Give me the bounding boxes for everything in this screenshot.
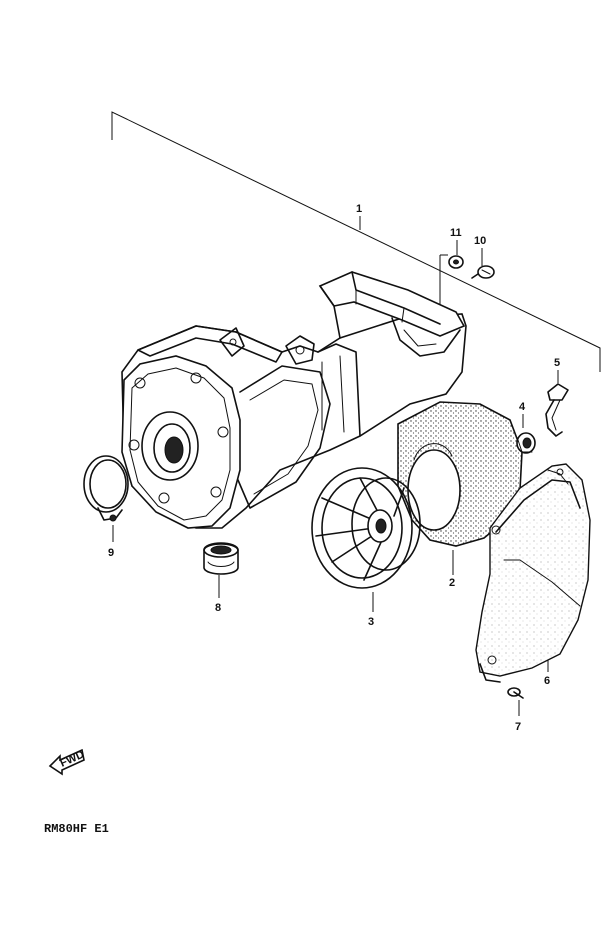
callout-8: 8 [215, 602, 221, 614]
callout-9: 9 [108, 547, 114, 559]
callout-labels: 1 2 3 4 5 6 7 8 9 10 11 [108, 203, 560, 733]
fwd-arrow-icon: FWD [48, 749, 86, 776]
callout-4: 4 [519, 401, 526, 413]
callout-3: 3 [368, 616, 374, 628]
air-cleaner-case [121, 271, 467, 529]
grommet [516, 432, 536, 454]
callout-6: 6 [544, 675, 550, 687]
callout-5: 5 [554, 357, 560, 369]
air-filter-element [397, 401, 523, 547]
callout-10: 10 [474, 235, 486, 247]
assembly-bracket [111, 111, 601, 372]
side-cover [475, 463, 591, 683]
washer [448, 255, 464, 269]
filter-cage [311, 467, 421, 589]
model-code: RM80HF E1 [44, 822, 109, 836]
fwd-label: FWD [58, 749, 86, 770]
callout-11: 11 [450, 227, 462, 239]
intake-collar [203, 542, 239, 575]
cover-screw [507, 687, 524, 699]
callout-7: 7 [515, 721, 521, 733]
mounting-bolt [471, 265, 495, 279]
cover-pin [545, 383, 569, 437]
callout-1: 1 [356, 203, 362, 215]
hose-clamp [83, 455, 129, 522]
callout-2: 2 [449, 577, 455, 589]
